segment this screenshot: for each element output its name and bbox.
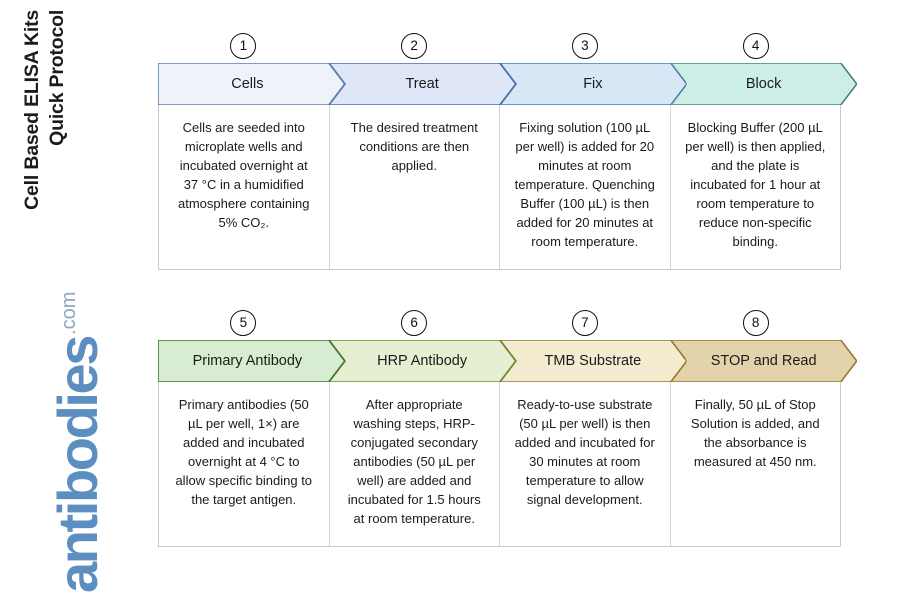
step-label: HRP Antibody bbox=[377, 353, 468, 369]
chevron-strip: Primary Antibody HRP Antibody TMB Substrat… bbox=[158, 340, 857, 382]
step-description-cell-8: Finally, 50 µL of Stop Solution is added… bbox=[671, 382, 841, 546]
step-description-cell-3: Fixing solution (100 µL per well) is add… bbox=[500, 105, 671, 269]
step-description-cell-4: Blocking Buffer (200 µL per well) is the… bbox=[671, 105, 841, 269]
chevron-strip: Cells Treat Fix Block bbox=[158, 63, 857, 105]
step-chevron-6[interactable]: HRP Antibody bbox=[328, 340, 516, 382]
chevron-shape bbox=[499, 63, 687, 105]
step-description-text: Primary antibodies (50 µL per well, 1×) … bbox=[175, 397, 313, 507]
step-number-badge-8: 8 bbox=[742, 310, 769, 336]
chevron-shape bbox=[670, 63, 857, 105]
left-rail: Cell Based ELISA Kits Quick Protocol ant… bbox=[0, 0, 150, 594]
step-chevron-8[interactable]: STOP and Read bbox=[670, 340, 857, 382]
step-number-badge-4: 4 bbox=[742, 33, 769, 59]
step-number-badge-1: 1 bbox=[230, 33, 257, 59]
step-description-text: After appropriate washing steps, HRP-con… bbox=[347, 397, 481, 526]
step-description-cell-1: Cells are seeded into microplate wells a… bbox=[159, 105, 330, 269]
page-title-line-1: Cell Based ELISA Kits bbox=[21, 9, 44, 210]
step-number-badge-3: 3 bbox=[571, 33, 598, 59]
chevron-shape bbox=[328, 63, 516, 105]
step-number-badge-2: 2 bbox=[401, 33, 428, 59]
step-label: Cells bbox=[231, 76, 264, 92]
step-description-text: The desired treatment conditions are the… bbox=[350, 120, 478, 173]
step-number-badge-7: 7 bbox=[571, 310, 598, 336]
step-description-cell-2: The desired treatment conditions are the… bbox=[330, 105, 500, 269]
step-chevron-2[interactable]: Treat bbox=[328, 63, 516, 105]
step-chevron-7[interactable]: TMB Substrate bbox=[499, 340, 687, 382]
chevron-shape bbox=[670, 340, 857, 382]
step-label: Treat bbox=[405, 76, 439, 92]
brand-logo: antibodies.com bbox=[46, 291, 109, 593]
page-title: Cell Based ELISA Kits Quick Protocol bbox=[20, 10, 70, 340]
protocol-row-1: 1 2 3 4 Cells Treat Fix Block Cells are seeded… bbox=[158, 33, 857, 270]
chevron-shape bbox=[499, 340, 687, 382]
step-badge-strip: 5 6 7 8 bbox=[158, 310, 841, 340]
step-label: STOP and Read bbox=[710, 353, 817, 369]
step-chevron-3[interactable]: Fix bbox=[499, 63, 687, 105]
step-description-cell-6: After appropriate washing steps, HRP-con… bbox=[330, 382, 500, 546]
brand-tld: .com bbox=[58, 291, 80, 335]
step-description-text: Blocking Buffer (200 µL per well) is the… bbox=[685, 120, 826, 249]
step-label: Fix bbox=[583, 76, 603, 92]
chevron-shape bbox=[158, 340, 345, 382]
step-description-text: Cells are seeded into microplate wells a… bbox=[177, 120, 310, 230]
step-number-badge-6: 6 bbox=[401, 310, 428, 336]
page-title-line-2: Quick Protocol bbox=[46, 9, 68, 146]
step-number-badge-5: 5 bbox=[230, 310, 257, 336]
step-description-cell-7: Ready-to-use substrate (50 µL per well) … bbox=[500, 382, 671, 546]
step-description-strip: Primary antibodies (50 µL per well, 1×) … bbox=[158, 382, 841, 547]
step-chevron-1[interactable]: Cells bbox=[158, 63, 345, 105]
step-chevron-5[interactable]: Primary Antibody bbox=[158, 340, 345, 382]
step-description-text: Ready-to-use substrate (50 µL per well) … bbox=[514, 397, 655, 507]
step-description-cell-5: Primary antibodies (50 µL per well, 1×) … bbox=[159, 382, 330, 546]
step-description-strip: Cells are seeded into microplate wells a… bbox=[158, 105, 841, 270]
step-chevron-4[interactable]: Block bbox=[670, 63, 857, 105]
step-description-text: Fixing solution (100 µL per well) is add… bbox=[514, 120, 655, 249]
step-label: TMB Substrate bbox=[544, 353, 642, 369]
chevron-shape bbox=[158, 63, 345, 105]
step-label: Primary Antibody bbox=[192, 353, 303, 369]
brand-name: antibodies bbox=[46, 336, 109, 593]
step-label: Block bbox=[745, 76, 782, 92]
chevron-shape bbox=[328, 340, 516, 382]
step-description-text: Finally, 50 µL of Stop Solution is added… bbox=[690, 397, 820, 469]
protocol-row-2: 5 6 7 8 Primary Antibody HRP Antibody TMB Sub… bbox=[158, 310, 857, 547]
step-badge-strip: 1 2 3 4 bbox=[158, 33, 841, 63]
